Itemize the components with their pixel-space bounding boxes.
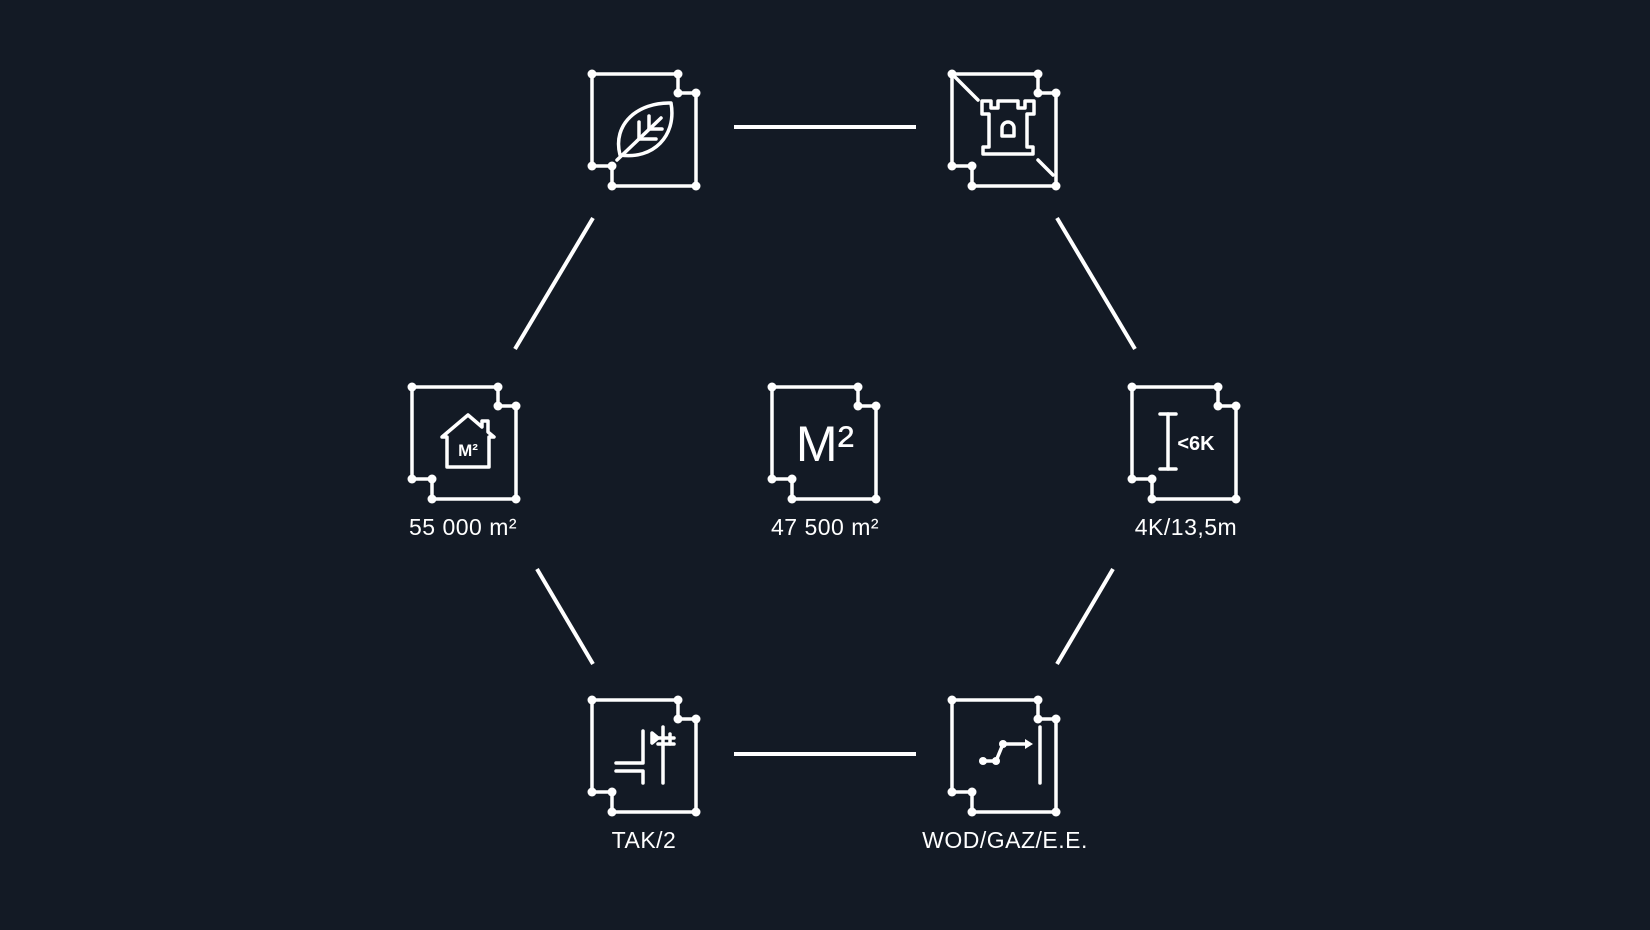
node-frame	[945, 693, 1063, 819]
node-utilities	[945, 693, 1063, 819]
node-house-area: M²	[405, 380, 523, 506]
house-area-label: 55 000 m²	[408, 514, 518, 540]
leaf-icon	[615, 101, 674, 162]
node-castle	[945, 67, 1063, 193]
house-m2-icon: M²	[440, 413, 496, 469]
connector-upper-right	[1055, 216, 1137, 351]
node-area: M²	[765, 380, 883, 506]
height-6k-icon-text: <6K	[1177, 433, 1215, 455]
house-m2-icon-text: M²	[458, 441, 478, 460]
height-label: 4K/13,5m	[1134, 514, 1238, 540]
castle-tower-icon	[953, 75, 1055, 177]
dock-label: TAK/2	[611, 827, 677, 853]
connector-lower-left	[535, 567, 595, 666]
node-height: <6K	[1125, 380, 1243, 506]
loading-dock-icon	[614, 725, 676, 785]
m2-icon-text: M²	[796, 416, 854, 472]
connector-lower-right	[1055, 567, 1115, 666]
height-6k-icon: <6K	[1158, 412, 1215, 471]
node-dock	[585, 693, 703, 819]
area-label: 47 500 m²	[770, 514, 880, 540]
utilities-label: WOD/GAZ/E.E.	[922, 827, 1088, 853]
node-frame	[585, 67, 703, 193]
node-leaf	[585, 67, 703, 193]
m2-icon: M²	[796, 416, 854, 472]
utilities-connection-icon	[979, 725, 1042, 785]
connector-upper-left	[513, 216, 595, 351]
hexagon-connectors	[513, 125, 1137, 756]
